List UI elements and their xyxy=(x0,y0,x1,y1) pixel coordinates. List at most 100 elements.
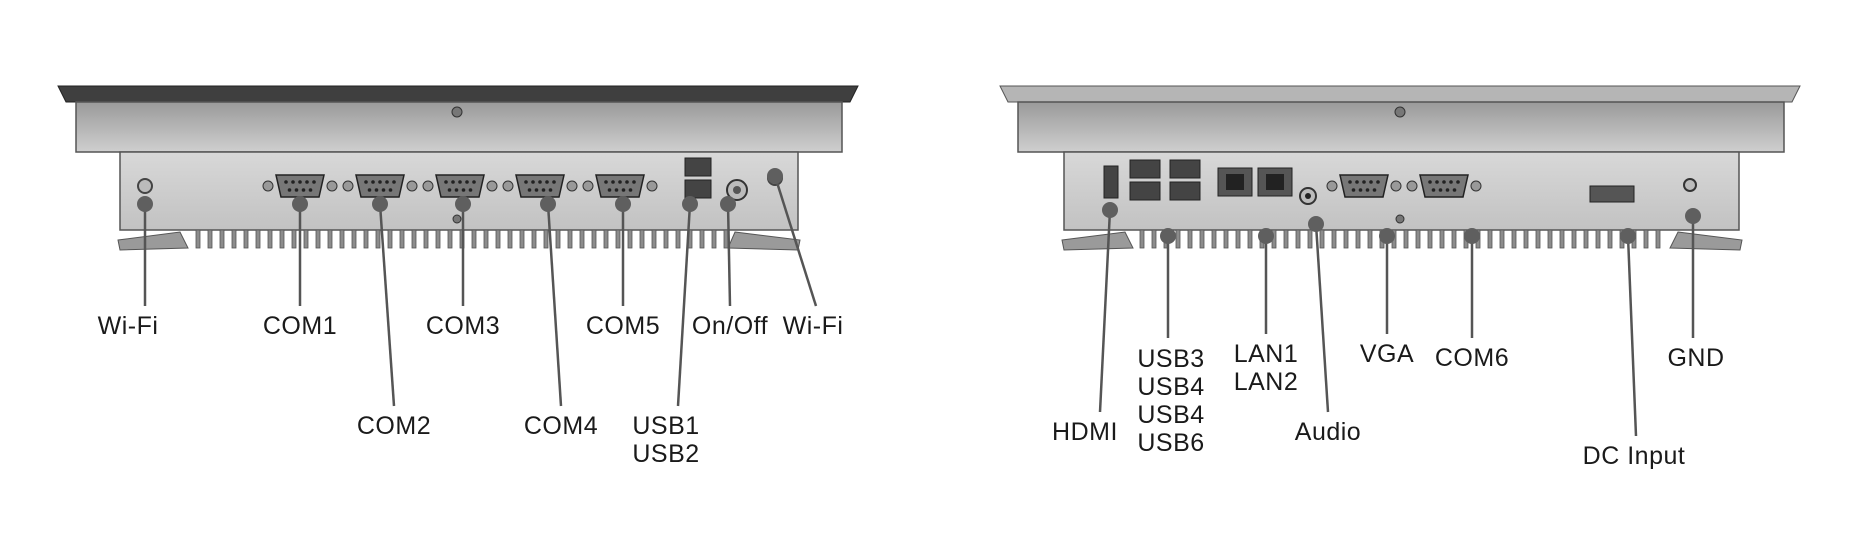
connector-pin xyxy=(1428,180,1432,184)
heatsink-fin xyxy=(1283,229,1289,249)
connector-pin xyxy=(1442,180,1446,184)
leader-usb-dot xyxy=(682,196,698,212)
label-lan-group: LAN1 LAN2 xyxy=(1234,340,1299,396)
connector-pin xyxy=(548,188,553,192)
heatsink-fin xyxy=(675,229,681,249)
label-usb1: USB1 xyxy=(632,412,700,440)
left-foot-right xyxy=(727,231,801,251)
heatsink-fin xyxy=(267,229,273,249)
heatsink-fin xyxy=(219,229,225,249)
leader-com4 xyxy=(546,203,563,407)
left-top-screw xyxy=(451,106,463,118)
hex-standoff xyxy=(406,180,418,192)
connector-pin xyxy=(632,180,636,184)
label-com6: COM6 xyxy=(1434,344,1510,372)
heatsink-fin xyxy=(1487,229,1493,249)
leader-wifi-right-dot xyxy=(767,168,783,184)
heatsink-fin xyxy=(1151,229,1157,249)
heatsink-fin xyxy=(327,229,333,249)
heatsink-fin xyxy=(543,229,549,249)
heatsink-fin xyxy=(1439,229,1445,249)
left-mid-screw xyxy=(452,214,462,224)
connector-pin xyxy=(458,180,462,184)
hex-standoff xyxy=(566,180,578,192)
label-com3: COM3 xyxy=(425,312,501,340)
connector-pin xyxy=(308,188,313,192)
label-usb1-usb2: USB1 USB2 xyxy=(632,412,699,468)
heatsink-fin xyxy=(387,229,393,249)
connector-pin xyxy=(604,180,608,184)
vga-com6-connectors xyxy=(1326,174,1482,198)
leader-usb xyxy=(676,203,692,407)
label-lan1: LAN1 xyxy=(1233,340,1299,368)
heatsink-fin xyxy=(399,229,405,249)
wifi-antenna-left-connector xyxy=(137,178,153,194)
heatsink-fin xyxy=(339,229,345,249)
connector-pin xyxy=(552,180,556,184)
connector-pin xyxy=(1456,180,1460,184)
connector-pin xyxy=(1355,180,1359,184)
leader-audio-dot xyxy=(1308,216,1324,232)
heatsink-fin xyxy=(1187,229,1193,249)
connector-pin xyxy=(298,180,302,184)
usb2-port xyxy=(684,179,712,199)
connector-pin xyxy=(287,188,292,192)
hex-standoff xyxy=(326,180,338,192)
leader-com1-dot xyxy=(292,196,308,212)
heatsink-fin xyxy=(375,229,381,249)
hex-standoff xyxy=(1326,180,1338,192)
heatsink-fin xyxy=(495,229,501,249)
heatsink-fin xyxy=(555,229,561,249)
connector-pin xyxy=(1365,188,1370,192)
connector-pin xyxy=(294,188,299,192)
connector-pin xyxy=(614,188,619,192)
com6-connector xyxy=(1406,174,1482,198)
leader-com6-dot xyxy=(1464,228,1480,244)
connector-shell xyxy=(515,174,565,198)
leader-onoff xyxy=(726,203,732,307)
hex-standoff xyxy=(422,180,434,192)
heatsink-fin xyxy=(1655,229,1661,249)
connector-pin xyxy=(1438,188,1443,192)
connector-shell xyxy=(355,174,405,198)
connector-pin xyxy=(392,180,396,184)
connector-pin xyxy=(447,188,452,192)
connector-pin xyxy=(1351,188,1356,192)
connector-pin xyxy=(364,180,368,184)
heatsink-fin xyxy=(1247,229,1253,249)
hdmi-port xyxy=(1103,165,1119,199)
right-top-screw xyxy=(1394,106,1406,118)
heatsink-fin xyxy=(1415,229,1421,249)
connector-pin xyxy=(381,188,386,192)
right-foot-right xyxy=(1669,231,1743,251)
connector-pin xyxy=(541,188,546,192)
heatsink-fin xyxy=(1451,229,1457,249)
heatsink-fin xyxy=(1331,229,1337,249)
heatsink-fin xyxy=(411,229,417,249)
connector-pin xyxy=(607,188,612,192)
leader-vga-dot xyxy=(1379,228,1395,244)
hex-standoff xyxy=(582,180,594,192)
connector-pin xyxy=(1445,188,1450,192)
connector-pin xyxy=(385,180,389,184)
connector-shell xyxy=(595,174,645,198)
connector-pin xyxy=(534,188,539,192)
connector-pin xyxy=(312,180,316,184)
left-device xyxy=(57,85,859,251)
hex-standoff xyxy=(342,180,354,192)
leader-wifi-right xyxy=(773,175,818,307)
heatsink-fin xyxy=(1343,229,1349,249)
connector-pin xyxy=(461,188,466,192)
label-wifi-left: Wi-Fi xyxy=(97,312,159,340)
connector-shell xyxy=(1339,174,1389,198)
heatsink-fin xyxy=(615,229,621,249)
heatsink-fin xyxy=(507,229,513,249)
connector-pin xyxy=(374,188,379,192)
connector-pin xyxy=(454,188,459,192)
heatsink-fin xyxy=(639,229,645,249)
heatsink-fin xyxy=(435,229,441,249)
connector-pin xyxy=(1348,180,1352,184)
hex-standoff xyxy=(262,180,274,192)
heatsink-fin xyxy=(1523,229,1529,249)
heatsink-fin xyxy=(351,229,357,249)
